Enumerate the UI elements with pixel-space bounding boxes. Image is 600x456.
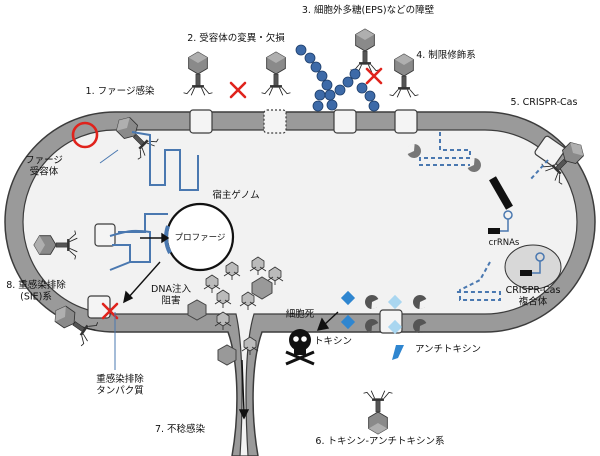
eps-chain (295, 44, 380, 112)
label-sie: 8. 重感染排除(SIE)系 (6, 279, 66, 302)
membrane-channels (87, 109, 566, 334)
label-cell-death: 細胞死 (286, 308, 315, 320)
label-phage-receptor: ファージ受容体 (25, 155, 63, 177)
label-dna-injection-block: DNA注入阻害 (151, 283, 191, 306)
label-leaders (99, 149, 119, 370)
crrna-icons (488, 210, 545, 276)
label-abortive: 7. 不稔感染 (155, 423, 206, 435)
label-antitoxin: アンチトキシン (415, 344, 481, 355)
label-toxin: トキシン (314, 336, 352, 347)
cytoplasm (22, 129, 578, 456)
label-eps-barrier: 3. 細胞外多糖(EPS)などの障壁 (302, 4, 435, 16)
phage-capsids (187, 276, 273, 366)
label-sie-protein: 重感染排除タンパク質 (96, 373, 144, 396)
label-crrnas: crRNAs (489, 238, 520, 248)
red-cross-icon (365, 67, 383, 85)
toxin-diamonds (340, 290, 403, 335)
red-circle-icon (71, 121, 99, 149)
label-ta-system: 6. トキシン-アンチトキシン系 (315, 436, 444, 447)
red-cross-icon (229, 81, 247, 99)
label-crispr: 5. CRISPR-Cas (511, 97, 578, 108)
label-prophage: プロファージ (175, 233, 226, 243)
crispr-complex-ellipse (504, 244, 562, 290)
label-restriction: 4. 制限修飾系 (416, 49, 476, 61)
dna-strands (109, 131, 549, 301)
arrows (123, 232, 339, 420)
label-host-genome: 宿主ゲノム (212, 189, 259, 201)
label-phage-infection: 1. ファージ感染 (86, 85, 155, 97)
label-receptor-change: 2. 受容体の変異・欠損 (187, 32, 285, 44)
antitoxin-bolt (392, 345, 404, 360)
cas-protein (489, 176, 513, 210)
skull-icon (285, 329, 315, 366)
